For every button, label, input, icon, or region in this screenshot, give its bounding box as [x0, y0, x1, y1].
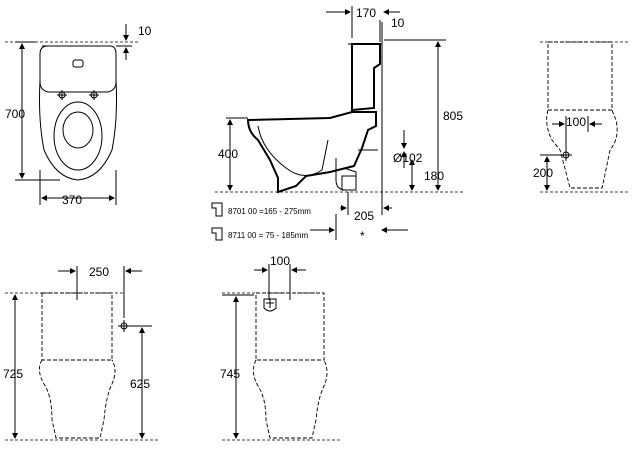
- dim-250-label: 250: [89, 265, 109, 279]
- dim-100-small-label: 100: [566, 115, 586, 129]
- tank-back-large-outline: [255, 292, 325, 361]
- bowl-outline: [39, 79, 117, 181]
- bowl-side: [246, 111, 377, 194]
- dim-170-label: 170: [356, 6, 376, 20]
- flush-button: [72, 59, 84, 68]
- dim-745-label: 745: [220, 367, 240, 381]
- star-mark: *: [360, 229, 365, 243]
- dim-805-label: 805: [443, 109, 463, 123]
- seat-inner: [62, 111, 94, 149]
- back-view-large: 100 745: [220, 254, 340, 441]
- drain-connector: [341, 175, 357, 191]
- dim-700-label: 700: [5, 107, 25, 121]
- dim-180-label: 180: [424, 169, 444, 183]
- bowl-trap: [257, 125, 329, 176]
- dim-400-label: 400: [218, 147, 238, 161]
- note-8711: 8711 00 = 75 - 185mm: [228, 231, 308, 240]
- tank-outline: [39, 45, 117, 93]
- dim-10-side-label: 10: [391, 16, 405, 30]
- pipe-8701-icon: [211, 202, 223, 217]
- back-view-small: 100 200: [533, 41, 628, 193]
- dim-205-label: 205: [354, 209, 374, 223]
- dim-625-label: 625: [130, 377, 150, 391]
- bowl-back-large-outline: [253, 359, 328, 439]
- dim-725-label: 725: [3, 367, 23, 381]
- note-8701: 8701 00 =165 - 275mm: [228, 207, 311, 216]
- dim-200-label: 200: [533, 166, 553, 180]
- tank-front-outline: [41, 292, 113, 361]
- tank-side: [351, 43, 381, 112]
- bowl-front-outline: [39, 359, 116, 439]
- dim-10-top-label: 10: [138, 24, 152, 38]
- drain-cross-large-icon: [263, 298, 277, 312]
- seat-outer: [53, 101, 103, 171]
- drain-pipe: [335, 158, 357, 191]
- bolt-left-icon: [57, 90, 67, 100]
- dim-100-large-label: 100: [270, 254, 290, 268]
- bowl-back-outline: [546, 109, 618, 189]
- tank-back-outline: [547, 41, 613, 111]
- pipe-8711-icon: [211, 227, 223, 241]
- top-view: 700 370 10: [5, 24, 152, 207]
- side-view: 170 10 805 400 Ø102 180 205 8701 00 =165…: [211, 6, 465, 243]
- dim-102-label: Ø102: [393, 151, 423, 165]
- bolt-right-icon: [89, 90, 99, 100]
- front-view: 250 725 625: [3, 265, 160, 441]
- dim-370-label: 370: [62, 193, 82, 207]
